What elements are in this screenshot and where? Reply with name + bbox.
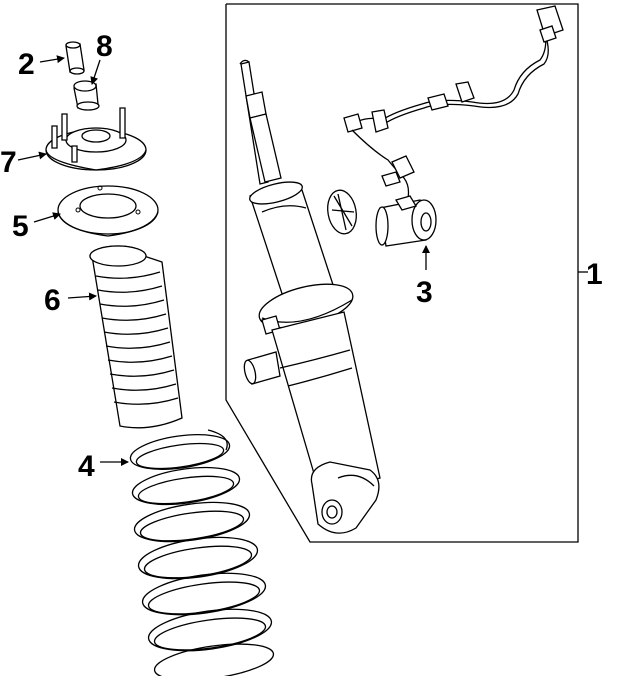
leader-7 [17, 151, 47, 161]
leader-5 [33, 212, 61, 223]
callout-labels: 1 2 3 4 5 6 7 8 [0, 30, 603, 483]
assembly-bracket [225, 3, 588, 543]
callout-6: 6 [44, 284, 61, 317]
leader-lines [17, 55, 430, 466]
leader-2 [39, 55, 65, 64]
callout-8: 8 [96, 30, 113, 63]
callout-2: 2 [18, 48, 35, 81]
callout-7: 7 [0, 146, 17, 179]
coil-spring-part-4 [129, 429, 275, 676]
callout-4: 4 [78, 450, 95, 483]
dust-boot-part-6 [89, 245, 183, 429]
leader-6 [67, 292, 97, 301]
upper-mount-part-7 [45, 107, 147, 171]
wire-harness [343, 5, 564, 199]
callout-5: 5 [12, 210, 29, 243]
mount-studs [51, 107, 126, 163]
sensor-part-3 [375, 195, 437, 247]
seat-plate-part-5 [57, 185, 159, 237]
bushing-part-2 [65, 41, 85, 75]
callout-1: 1 [586, 258, 603, 291]
clip-part [327, 189, 357, 235]
nut-part-8 [73, 80, 100, 111]
shock-absorber [239, 59, 381, 534]
callout-3: 3 [416, 276, 433, 309]
leader-8 [90, 59, 101, 85]
